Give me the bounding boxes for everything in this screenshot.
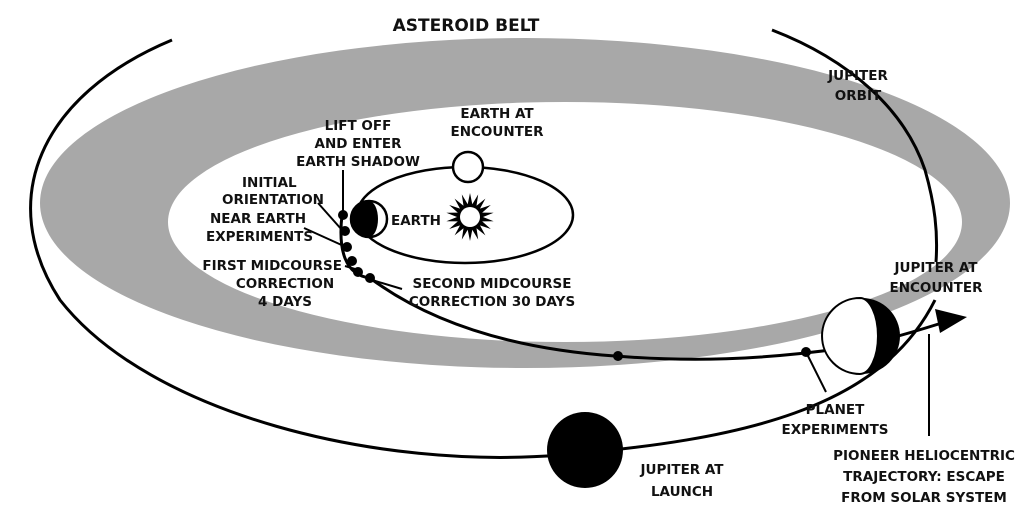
pioneer-trajectory-label-3: FROM SOLAR SYSTEM <box>841 490 1007 506</box>
second-midcourse-label-2: CORRECTION 30 DAYS <box>409 294 575 310</box>
second-midcourse-label: SECOND MIDCOURSE <box>413 276 572 292</box>
liftoff-label-2: AND ENTER <box>315 136 403 152</box>
earth-at-encounter-label-2: ENCOUNTER <box>451 124 545 140</box>
first-midcourse-label: FIRST MIDCOURSE <box>202 258 342 274</box>
pioneer-trajectory-label-2: TRAJECTORY: ESCAPE <box>843 469 1005 485</box>
jupiter-at-encounter-icon <box>821 296 900 376</box>
dot-near-earth-1 <box>342 242 352 252</box>
asteroid-belt-ring <box>40 38 1010 368</box>
jupiter-at-encounter-label: JUPITER AT <box>893 260 978 276</box>
dot-liftoff <box>338 210 348 220</box>
near-earth-experiments-label: NEAR EARTH <box>210 211 306 227</box>
jupiter-at-launch-icon <box>547 412 623 488</box>
liftoff-label-3: EARTH SHADOW <box>296 154 420 170</box>
trajectory-arrowhead <box>935 309 967 333</box>
near-earth-experiments-label-2: EXPERIMENTS <box>206 229 313 245</box>
dot-mid-trajectory <box>613 351 623 361</box>
first-midcourse-label-3: 4 DAYS <box>258 294 312 310</box>
dot-initial-orientation <box>340 226 350 236</box>
dot-near-earth-2 <box>347 256 357 266</box>
trajectory-event-dots <box>338 210 811 361</box>
earth-icon <box>349 199 389 239</box>
jupiter-orbit-label-2: ORBIT <box>835 88 882 104</box>
jupiter-orbit-label: JUPITER <box>827 68 888 84</box>
earth-at-encounter-label: EARTH AT <box>460 106 534 122</box>
sun-icon <box>446 193 494 241</box>
jupiter-at-encounter-label-2: ENCOUNTER <box>890 280 984 296</box>
jupiter-orbit-arc-right <box>771 28 939 263</box>
pioneer-trajectory-label: PIONEER HELIOCENTRIC <box>833 448 1015 464</box>
asteroid-belt-label: ASTEROID BELT <box>393 16 540 36</box>
initial-orientation-label-2: ORIENTATION <box>222 192 324 208</box>
jupiter-at-launch-label-2: LAUNCH <box>651 484 713 500</box>
jupiter-orbit <box>29 38 937 459</box>
dot-first-midcourse <box>353 267 363 277</box>
liftoff-label: LIFT OFF <box>325 118 392 134</box>
dot-second-midcourse <box>365 273 375 283</box>
earth-label: EARTH <box>391 213 441 229</box>
first-midcourse-label-2: CORRECTION <box>236 276 334 292</box>
jupiter-at-launch-label: JUPITER AT <box>639 462 724 478</box>
earth-at-encounter-circle <box>451 150 485 184</box>
planet-experiments-label: PLANET <box>806 402 865 418</box>
dot-planet-experiments <box>801 347 811 357</box>
leader-lines <box>303 170 930 436</box>
initial-orientation-label: INITIAL <box>242 175 297 191</box>
planet-experiments-label-2: EXPERIMENTS <box>781 422 888 438</box>
